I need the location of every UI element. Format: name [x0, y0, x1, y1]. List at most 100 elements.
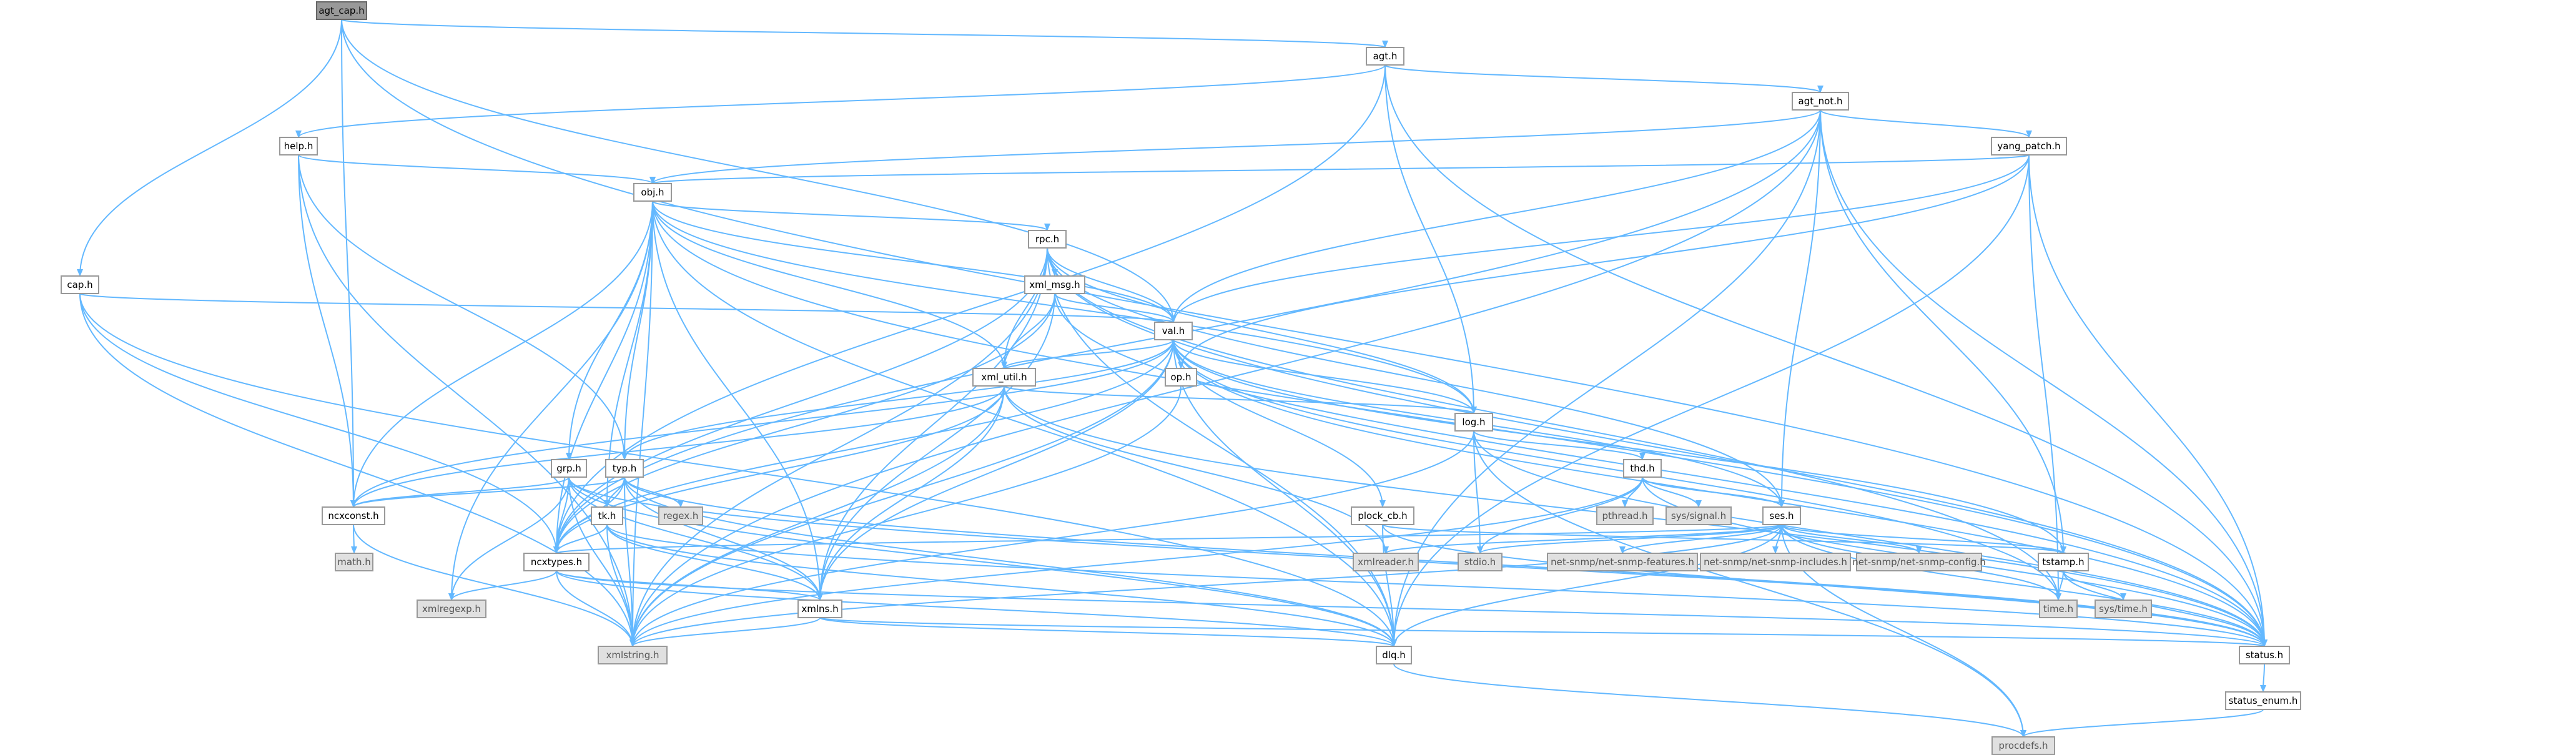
edge-tstamp-to-systime: [2063, 570, 2126, 601]
edge-obj-to-xmlregexp: [448, 200, 653, 601]
node-box: [1700, 553, 1851, 571]
edge-tstamp-to-time: [2055, 570, 2064, 601]
node-obj[interactable]: obj.h: [633, 183, 672, 202]
node-label: plock_cb.h: [1358, 510, 1407, 522]
node-box: [1376, 646, 1412, 664]
node-label: tstamp.h: [2042, 556, 2084, 568]
edge-rpc-to-xmlns: [817, 247, 1048, 601]
edge-val-to-log: [1173, 339, 1477, 414]
node-cap[interactable]: cap.h: [61, 275, 99, 294]
node-box: [1856, 553, 1982, 571]
node-label: grp.h: [556, 463, 581, 474]
edge-xml_util-to-xmlstring: [629, 385, 1005, 647]
edge-yang_patch-to-val: [1170, 154, 2030, 323]
edge-op-to-xmlstring: [629, 385, 1182, 647]
edge-ncxtypes-to-status: [556, 570, 2268, 647]
node-label: ses.h: [1769, 510, 1794, 521]
node-log[interactable]: log.h: [1454, 413, 1493, 432]
edge-ses-to-ncxtypes: [554, 524, 1782, 554]
node-yang-patch[interactable]: yang_patch.h: [1991, 137, 2067, 155]
node-tstamp[interactable]: tstamp.h: [2038, 553, 2089, 571]
node-rpc[interactable]: rpc.h: [1028, 230, 1067, 249]
node-box: [1351, 506, 1414, 525]
node-box: [322, 506, 385, 525]
edge-obj-to-xml_util: [652, 200, 1007, 369]
node-regex: regex.h: [658, 506, 703, 525]
node-box: [316, 1, 367, 20]
node-box: [598, 646, 668, 664]
node-val[interactable]: val.h: [1154, 322, 1193, 340]
node-agt-cap[interactable]: agt_cap.h: [316, 1, 367, 20]
node-status[interactable]: status.h: [2239, 646, 2290, 664]
node-xmlregexp: xmlregexp.h: [417, 600, 486, 618]
node-label: yang_patch.h: [1997, 141, 2060, 152]
node-label: log.h: [1462, 417, 1485, 428]
edge-obj-to-ncxtypes: [553, 200, 653, 554]
node-systime: sys/time.h: [2095, 600, 2152, 618]
node-status-enum[interactable]: status_enum.h: [2225, 691, 2301, 710]
node-ncxconst[interactable]: ncxconst.h: [322, 506, 385, 525]
node-ncxtypes[interactable]: ncxtypes.h: [523, 553, 590, 571]
edge-rpc-to-status: [1047, 247, 2268, 647]
edge-obj-to-xmlstring: [629, 200, 653, 647]
node-box: [1991, 736, 2055, 755]
edge-obj-to-tk: [604, 200, 653, 508]
node-help[interactable]: help.h: [279, 137, 318, 155]
node-box: [1666, 506, 1732, 525]
node-typ[interactable]: typ.h: [605, 459, 644, 478]
edge-ses-to-xmlstring: [629, 524, 1782, 647]
edge-rpc-to-time: [1047, 247, 2061, 601]
node-agt-not[interactable]: agt_not.h: [1792, 92, 1849, 111]
node-label: status.h: [2246, 649, 2283, 661]
node-label: xmlns.h: [801, 603, 838, 614]
edge-tk-to-dlq: [606, 524, 1397, 647]
edge-agt_not-to-tstamp: [1820, 109, 2066, 554]
node-pthread: pthread.h: [1596, 506, 1654, 525]
node-tk[interactable]: tk.h: [591, 506, 623, 525]
node-xmlns[interactable]: xmlns.h: [797, 600, 842, 618]
node-agt[interactable]: agt.h: [1366, 47, 1404, 66]
node-label: xmlreader.h: [1358, 556, 1414, 568]
node-label: status_enum.h: [2229, 695, 2298, 707]
edge-xml_msg-to-xmlns: [817, 293, 1055, 601]
edge-typ-to-status: [624, 476, 2268, 647]
node-ses[interactable]: ses.h: [1762, 506, 1801, 525]
node-label: xml_util.h: [981, 372, 1027, 383]
edge-yang_patch-to-op: [1178, 154, 2030, 369]
edge-yang_patch-to-dlq: [1391, 154, 2030, 647]
edge-tk-to-xmlns: [606, 524, 823, 601]
node-box: [797, 600, 842, 618]
node-xml-msg[interactable]: xml_msg.h: [1024, 275, 1085, 294]
node-box: [523, 553, 590, 571]
edge-ncxconst-to-xmlstring: [353, 524, 636, 647]
edge-grp-to-xmlregexp: [448, 476, 570, 601]
edge-ses-to-dlq: [1391, 524, 1782, 647]
edge-obj-to-typ: [621, 200, 653, 460]
node-label: rpc.h: [1035, 234, 1059, 245]
edge-agt_not-to-ses: [1779, 109, 1821, 508]
node-grp[interactable]: grp.h: [551, 459, 587, 478]
node-op[interactable]: op.h: [1165, 368, 1197, 387]
edge-xml_util-to-log: [1004, 385, 1477, 414]
edge-agt_cap-to-cap: [77, 19, 342, 277]
edge-obj-to-xmlns: [652, 200, 823, 601]
edge-val-to-xmlns: [817, 339, 1174, 601]
node-xml-util[interactable]: xml_util.h: [972, 368, 1036, 387]
edge-xmlns-to-dlq: [819, 617, 1397, 647]
edge-obj-to-dlq: [652, 200, 1397, 647]
node-dlq[interactable]: dlq.h: [1376, 646, 1412, 664]
edge-tk-to-status: [606, 524, 2268, 647]
edge-log-to-status: [1473, 430, 2268, 647]
edge-val-to-xml_util: [1001, 339, 1174, 369]
node-box: [1547, 553, 1698, 571]
node-box: [1623, 459, 1662, 478]
node-thd[interactable]: thd.h: [1623, 459, 1662, 478]
node-box: [972, 368, 1036, 387]
node-plock-cb[interactable]: plock_cb.h: [1351, 506, 1414, 525]
node-box: [1024, 275, 1085, 294]
node-label: regex.h: [663, 510, 699, 521]
node-box: [658, 506, 703, 525]
node-includes: net-snmp/net-snmp-includes.h: [1700, 553, 1851, 571]
node-config: net-snmp/net-snmp-config.h: [1852, 553, 1986, 571]
